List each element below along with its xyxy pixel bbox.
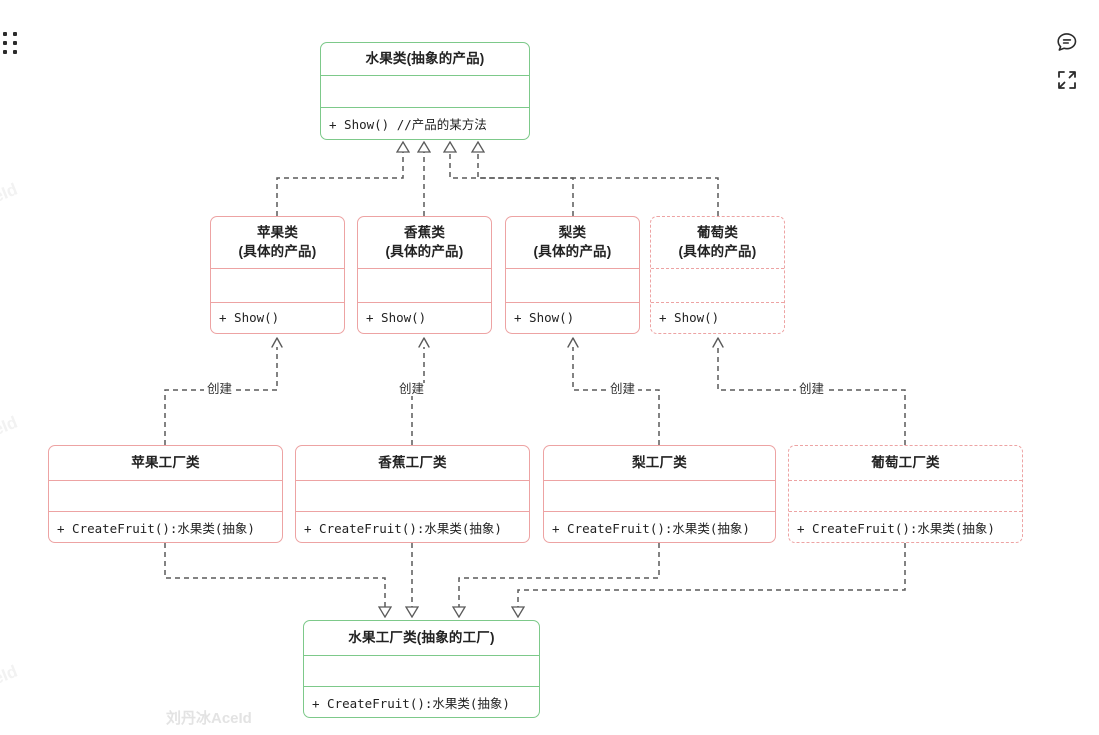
- class-title-grape-product-line1: 葡萄类: [696, 225, 739, 241]
- class-title-apple-product: 苹果类 (具体的产品): [211, 217, 344, 268]
- drag-dot: [3, 32, 7, 36]
- comment-icon[interactable]: [1055, 30, 1079, 54]
- edge-pearfactory-realizes-abstractfactory: [459, 543, 660, 607]
- class-attributes-apple-factory: [49, 480, 282, 511]
- class-title-banana-factory: 香蕉工厂类: [378, 454, 447, 470]
- class-title-grape-product-line2: (具体的产品): [678, 243, 757, 259]
- class-title-pear-product: 梨类 (具体的产品): [506, 217, 639, 268]
- class-title-grape-factory: 葡萄工厂类: [871, 454, 940, 470]
- class-title-abstract-product: 水果类(抽象的产品): [365, 50, 485, 66]
- edge-grape-realizes-fruit: [478, 152, 719, 216]
- edge-applefactory-realizes-abstractfactory: [164, 543, 385, 607]
- class-operations-banana-factory: + CreateFruit():水果类(抽象): [296, 511, 529, 542]
- class-operations-grape-factory: + CreateFruit():水果类(抽象): [789, 511, 1022, 542]
- class-title-pear-product-line2: (具体的产品): [533, 243, 612, 259]
- drag-handle[interactable]: [3, 32, 17, 58]
- fullscreen-icon[interactable]: [1055, 68, 1079, 92]
- class-title-apple-product-line2: (具体的产品): [238, 243, 317, 259]
- edge-label-create-apple: 创建: [204, 383, 236, 396]
- class-attributes-banana-factory: [296, 480, 529, 511]
- class-operations-banana-product: + Show(): [358, 301, 491, 333]
- edge-applefactory-creates-apple: [164, 337, 283, 445]
- class-attributes-abstract-factory: [304, 655, 539, 686]
- class-title-pear-product-line1: 梨类: [558, 225, 587, 241]
- class-attributes-banana-product: [358, 268, 491, 301]
- edge-grapefactory-realizes-abstractfactory: [518, 543, 906, 607]
- drag-dot: [13, 32, 17, 36]
- edge-label-create-grape: 创建: [796, 383, 828, 396]
- class-attributes-pear-product: [506, 268, 639, 301]
- class-operations-grape-product: + Show(): [651, 301, 784, 333]
- drag-dot: [13, 41, 17, 45]
- class-box-pear-product[interactable]: 梨类 (具体的产品) + Show(): [505, 216, 640, 334]
- drag-dot: [3, 41, 7, 45]
- drag-dot: [13, 50, 17, 54]
- class-operations-abstract-factory: + CreateFruit():水果类(抽象): [304, 686, 539, 717]
- class-box-abstract-factory[interactable]: 水果工厂类(抽象的工厂) + CreateFruit():水果类(抽象): [303, 620, 540, 718]
- class-attributes-abstract-product: [321, 75, 529, 107]
- class-title-banana-product: 香蕉类 (具体的产品): [358, 217, 491, 268]
- class-box-grape-product[interactable]: 葡萄类 (具体的产品) + Show(): [650, 216, 785, 334]
- class-attributes-apple-product: [211, 268, 344, 301]
- class-attributes-pear-factory: [544, 480, 775, 511]
- class-title-banana-product-line1: 香蕉类: [403, 225, 446, 241]
- class-box-grape-factory[interactable]: 葡萄工厂类 + CreateFruit():水果类(抽象): [788, 445, 1023, 543]
- class-title-apple-factory: 苹果工厂类: [131, 454, 200, 470]
- class-title-apple-product-line1: 苹果类: [256, 225, 299, 241]
- class-title-pear-factory: 梨工厂类: [632, 454, 687, 470]
- class-box-banana-factory[interactable]: 香蕉工厂类 + CreateFruit():水果类(抽象): [295, 445, 530, 543]
- class-box-apple-product[interactable]: 苹果类 (具体的产品) + Show(): [210, 216, 345, 334]
- edge-apple-realizes-fruit: [276, 152, 403, 216]
- class-operations-apple-factory: + CreateFruit():水果类(抽象): [49, 511, 282, 542]
- class-title-banana-product-line2: (具体的产品): [385, 243, 464, 259]
- class-operations-pear-product: + Show(): [506, 301, 639, 333]
- edge-pearfactory-creates-pear: [567, 337, 660, 445]
- edge-grapefactory-creates-grape: [712, 337, 906, 445]
- edge-pear-realizes-fruit: [450, 152, 574, 216]
- class-operations-pear-factory: + CreateFruit():水果类(抽象): [544, 511, 775, 542]
- class-box-banana-product[interactable]: 香蕉类 (具体的产品) + Show(): [357, 216, 492, 334]
- watermark-main: 刘丹冰AceId: [166, 710, 252, 727]
- class-operations-abstract-product: + Show() //产品的某方法: [321, 107, 529, 139]
- class-title-abstract-factory: 水果工厂类(抽象的工厂): [348, 629, 495, 645]
- class-operations-apple-product: + Show(): [211, 301, 344, 333]
- edge-label-create-pear: 创建: [607, 383, 639, 396]
- class-box-apple-factory[interactable]: 苹果工厂类 + CreateFruit():水果类(抽象): [48, 445, 283, 543]
- drag-dot: [3, 50, 7, 54]
- edge-label-create-banana: 创建: [396, 383, 428, 396]
- class-title-grape-product: 葡萄类 (具体的产品): [651, 217, 784, 268]
- class-attributes-grape-product: [651, 268, 784, 301]
- class-attributes-grape-factory: [789, 480, 1022, 511]
- class-box-abstract-product[interactable]: 水果类(抽象的产品) + Show() //产品的某方法: [320, 42, 530, 140]
- edge-bananafactory-creates-banana: [411, 337, 430, 445]
- class-box-pear-factory[interactable]: 梨工厂类 + CreateFruit():水果类(抽象): [543, 445, 776, 543]
